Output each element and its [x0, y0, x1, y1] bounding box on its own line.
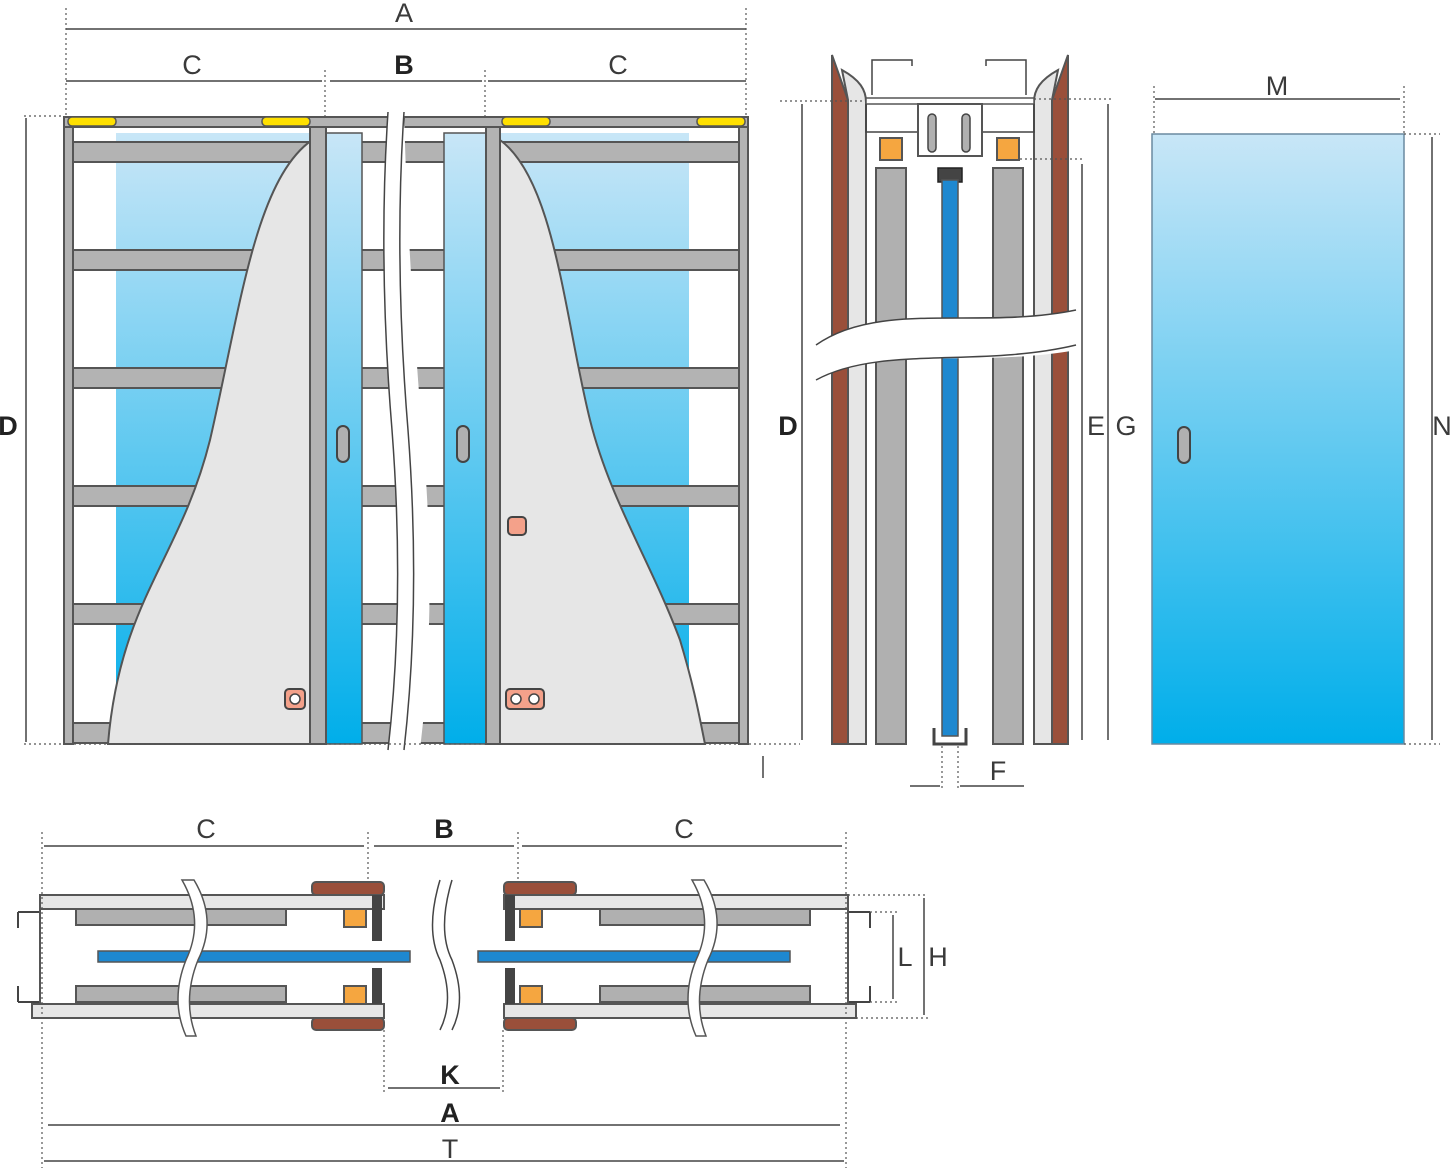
plan-glass-door: [477, 950, 791, 963]
label-c: C: [674, 814, 694, 844]
plan-jamb: [505, 968, 515, 1004]
plan-break: [687, 879, 718, 1037]
plan-wood-trim: [311, 1017, 385, 1031]
label-c: C: [182, 50, 202, 80]
plan-wood-trim: [503, 881, 577, 896]
label-f: F: [990, 756, 1007, 786]
break-line: [815, 309, 1077, 346]
label-b: B: [394, 50, 414, 80]
wood-trim-right: [1051, 54, 1069, 745]
plan-view: C B C K A T L H: [17, 814, 948, 1168]
left-plaster-cutaway: [106, 138, 313, 745]
door-handle-icon: [336, 425, 350, 463]
plan-wall: [503, 894, 849, 910]
plan-wall: [39, 894, 385, 910]
label-c: C: [608, 50, 628, 80]
right-plaster-cutaway: [499, 138, 707, 745]
plan-jamb: [372, 895, 382, 941]
left-frame-post: [63, 126, 74, 745]
side-section: D E G F: [778, 54, 1137, 790]
label-e: E: [1087, 411, 1105, 441]
label-k: K: [440, 1060, 460, 1090]
label-h: H: [928, 942, 948, 972]
plan-break-line: [443, 879, 461, 1031]
label-d: D: [778, 411, 798, 441]
plan-wall: [503, 1003, 857, 1019]
right-frame-post: [738, 126, 749, 745]
break-line: [815, 344, 1077, 381]
guide-block: [343, 985, 367, 1005]
label-a: A: [440, 1098, 460, 1128]
label-m: M: [1266, 71, 1289, 101]
plan-wood-trim: [311, 881, 385, 896]
roller: [961, 113, 971, 153]
plan-glass-door: [97, 950, 411, 963]
steel-stud-right: [992, 167, 1024, 745]
guide-block: [519, 985, 543, 1005]
floor-guide: [932, 728, 968, 746]
label-d: D: [0, 411, 18, 441]
plan-jamb: [505, 895, 515, 941]
wall-panel-right: [1033, 68, 1060, 745]
guide-block: [879, 137, 903, 161]
plan-end-profile: [848, 911, 871, 1003]
label-t: T: [442, 1134, 459, 1164]
label-g: G: [1115, 411, 1136, 441]
roller: [261, 116, 311, 127]
door-panel-view: M N: [1151, 71, 1452, 745]
guide-block: [343, 908, 367, 928]
frame-crossbar: [72, 141, 740, 163]
plan-end-profile: [17, 911, 40, 1003]
plan-jamb: [372, 968, 382, 1004]
front-elevation: A C B C D: [0, 0, 800, 778]
plan-wood-trim: [503, 1017, 577, 1031]
plan-wall: [31, 1003, 385, 1019]
top-profile: [871, 59, 1027, 95]
plan-stud: [599, 985, 811, 1003]
left-jamb: [309, 126, 327, 745]
guide-block: [519, 908, 543, 928]
break-line: [383, 111, 399, 751]
guide-block: [996, 137, 1020, 161]
roller: [696, 116, 746, 127]
glass-door-section: [941, 179, 959, 737]
label-b: B: [434, 814, 454, 844]
double-socket-icon: [505, 688, 545, 710]
right-jamb: [485, 126, 501, 745]
plan-stud: [75, 908, 287, 926]
label-l: L: [897, 942, 912, 972]
plan-break: [177, 879, 208, 1037]
door-handle-icon: [456, 425, 470, 463]
plan-break-line: [431, 879, 449, 1031]
break-line: [399, 111, 415, 751]
label-a: A: [395, 0, 413, 28]
switch-icon: [507, 516, 527, 536]
label-n: N: [1432, 411, 1452, 441]
section-break: [816, 310, 1076, 380]
wood-trim-left: [831, 54, 849, 745]
wall-panel-left: [840, 68, 867, 745]
roller: [67, 116, 117, 127]
steel-stud-left: [875, 167, 907, 745]
electrical-socket-icon: [284, 688, 306, 710]
break-gap: [383, 112, 430, 750]
label-c: C: [196, 814, 216, 844]
door-handle-icon: [1177, 426, 1191, 464]
roller: [501, 116, 551, 127]
glass-door-panel: [1151, 133, 1405, 745]
roller: [927, 113, 937, 153]
